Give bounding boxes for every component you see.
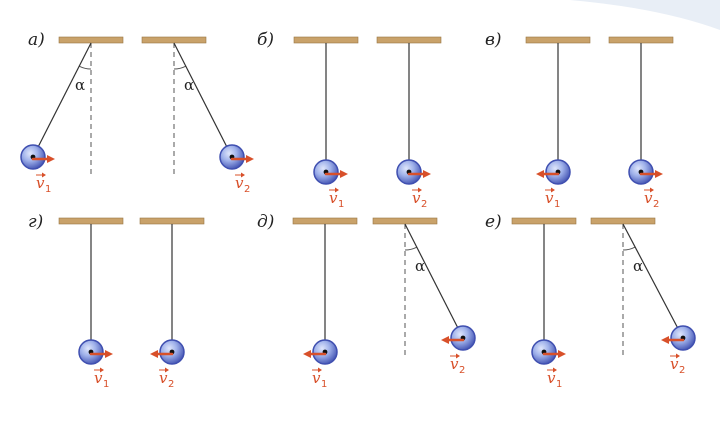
ceiling-bar bbox=[293, 36, 359, 44]
velocity-arrow-head bbox=[47, 155, 55, 163]
velocity-arrow-head bbox=[105, 350, 113, 358]
panel-label-b: б) bbox=[257, 30, 275, 50]
velocity-subscript: 1 bbox=[554, 199, 560, 210]
velocity-label: v bbox=[94, 369, 103, 387]
velocity-subscript: 2 bbox=[679, 365, 685, 376]
vector-overbar-head bbox=[318, 367, 322, 373]
velocity-label: v bbox=[159, 369, 168, 387]
ceiling-bar bbox=[511, 217, 577, 225]
velocity-subscript: 1 bbox=[321, 379, 327, 390]
ceiling-bar bbox=[376, 36, 442, 44]
velocity-label: v bbox=[670, 355, 679, 373]
thread bbox=[622, 223, 684, 339]
velocity-label: v bbox=[547, 369, 556, 387]
vector-overbar-head bbox=[42, 172, 46, 178]
angle-arc bbox=[622, 246, 636, 251]
angle-label: α bbox=[633, 257, 643, 275]
velocity-subscript: 2 bbox=[459, 365, 465, 376]
ceiling-bar bbox=[139, 217, 205, 225]
velocity-label: v bbox=[450, 355, 459, 373]
vector-overbar-head bbox=[551, 187, 555, 193]
ceiling-bar bbox=[58, 217, 124, 225]
velocity-subscript: 1 bbox=[556, 379, 562, 390]
thread bbox=[404, 223, 464, 339]
velocity-subscript: 2 bbox=[244, 184, 250, 195]
velocity-arrow-head bbox=[441, 336, 449, 344]
angle-arc bbox=[78, 65, 92, 70]
angle-label: α bbox=[184, 76, 194, 94]
velocity-subscript: 1 bbox=[45, 184, 51, 195]
ceiling-bar bbox=[608, 36, 674, 44]
velocity-arrow-head bbox=[246, 155, 254, 163]
velocity-subscript: 2 bbox=[653, 199, 659, 210]
velocity-arrow-head bbox=[536, 170, 544, 178]
velocity-label: v bbox=[235, 174, 244, 192]
panel-label-e: е) bbox=[485, 212, 502, 232]
vector-overbar-head bbox=[553, 367, 557, 373]
ceiling-bar bbox=[525, 36, 591, 44]
velocity-arrow-head bbox=[340, 170, 348, 178]
velocity-label: v bbox=[36, 174, 45, 192]
velocity-subscript: 1 bbox=[338, 199, 344, 210]
velocity-label: v bbox=[545, 189, 554, 207]
ceiling-bar bbox=[292, 217, 358, 225]
velocity-arrow-head bbox=[150, 350, 158, 358]
panel-label-g: г) bbox=[28, 212, 44, 232]
vector-overbar-head bbox=[676, 353, 680, 359]
velocity-arrow-head bbox=[655, 170, 663, 178]
vector-overbar-head bbox=[100, 367, 104, 373]
ceiling-bar bbox=[590, 217, 656, 225]
panel-label-v: в) bbox=[485, 30, 502, 50]
vector-overbar-head bbox=[650, 187, 654, 193]
velocity-arrow-head bbox=[303, 350, 311, 358]
vector-overbar-head bbox=[241, 172, 245, 178]
velocity-label: v bbox=[644, 189, 653, 207]
panel-label-d: д) bbox=[257, 212, 275, 232]
corner-decoration bbox=[570, 0, 720, 30]
velocity-label: v bbox=[329, 189, 338, 207]
velocity-subscript: 1 bbox=[103, 379, 109, 390]
panel-label-a: а) bbox=[28, 30, 45, 50]
ceiling-bar bbox=[141, 36, 207, 44]
velocity-arrow-head bbox=[423, 170, 431, 178]
angle-label: α bbox=[75, 76, 85, 94]
velocity-arrow-head bbox=[558, 350, 566, 358]
ceiling-bar bbox=[372, 217, 438, 225]
velocity-subscript: 2 bbox=[168, 379, 174, 390]
velocity-label: v bbox=[412, 189, 421, 207]
vector-overbar-head bbox=[335, 187, 339, 193]
thread bbox=[173, 42, 233, 158]
velocity-label: v bbox=[312, 369, 321, 387]
vector-overbar-head bbox=[418, 187, 422, 193]
angle-arc bbox=[173, 65, 187, 70]
thread bbox=[32, 42, 92, 158]
vector-overbar-head bbox=[456, 353, 460, 359]
vector-overbar-head bbox=[165, 367, 169, 373]
velocity-subscript: 2 bbox=[421, 199, 427, 210]
angle-arc bbox=[404, 246, 418, 251]
velocity-arrow-head bbox=[661, 336, 669, 344]
ceiling-bar bbox=[58, 36, 124, 44]
angle-label: α bbox=[415, 257, 425, 275]
